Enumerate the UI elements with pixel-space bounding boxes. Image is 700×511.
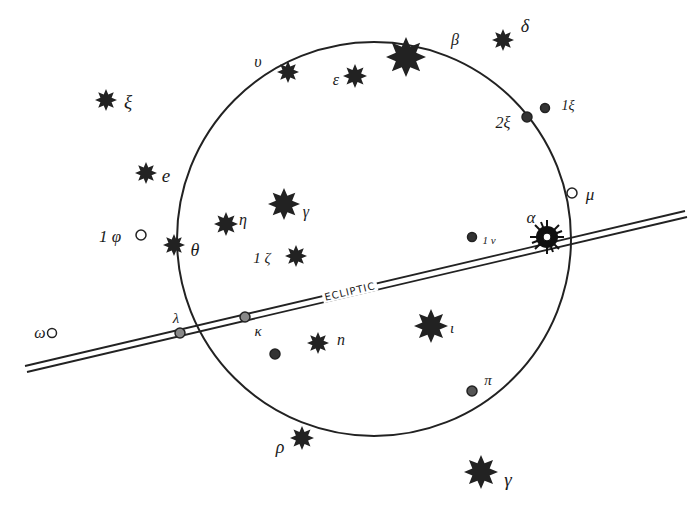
star-label: ε: [333, 72, 339, 88]
star-label: 1 ζ: [253, 251, 270, 266]
star-label: 1 φ: [99, 228, 121, 245]
star-label: ι: [450, 321, 454, 336]
dots: [48, 104, 578, 397]
star-label: λ: [173, 311, 180, 326]
star-label: ξ: [124, 92, 132, 111]
star-label: π: [484, 373, 492, 388]
star-label: ρ: [276, 438, 285, 456]
stars: [95, 29, 514, 489]
star-label: α: [527, 209, 536, 226]
star-label: μ: [586, 186, 595, 203]
star-label: γ: [504, 470, 512, 489]
star-label: θ: [191, 241, 200, 259]
star-label: n: [337, 332, 345, 348]
star-label: β: [451, 32, 459, 48]
star-label: 1ξ: [562, 99, 575, 113]
region-circle: [177, 42, 571, 436]
ecliptic-label: ECLIPTIC: [322, 281, 379, 304]
star-label: η: [239, 212, 247, 228]
star-label: γ: [303, 204, 309, 220]
star-label: κ: [254, 324, 261, 339]
star-label: υ: [254, 54, 261, 70]
star-label: 1 ν: [482, 235, 495, 246]
star-label: ω: [34, 325, 45, 341]
ecliptic-line: [25, 211, 687, 372]
star-label: 2ξ: [496, 115, 511, 131]
star-label: δ: [521, 17, 529, 35]
star-label: e: [162, 166, 170, 185]
